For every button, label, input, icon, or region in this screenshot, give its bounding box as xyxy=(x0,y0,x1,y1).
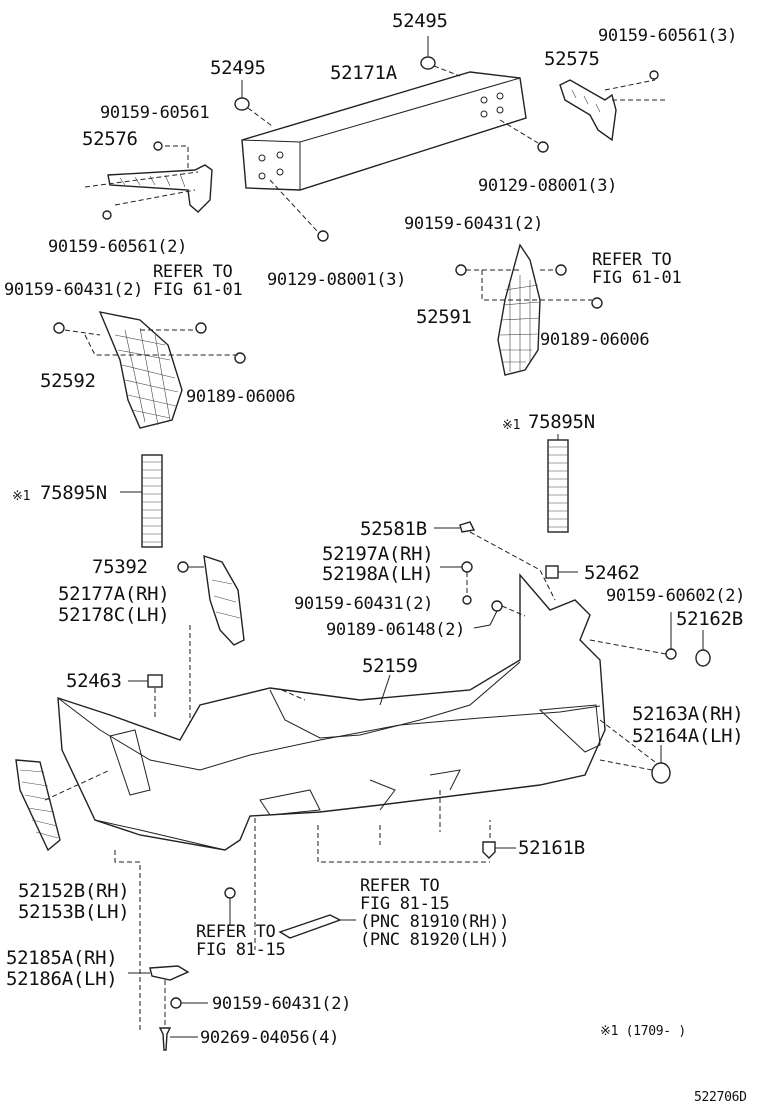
label-52164a: 52164A(LH) xyxy=(632,725,744,747)
bolt-90129-lower xyxy=(269,179,329,242)
label-52178c: 52178C(LH) xyxy=(58,604,170,626)
label-pnc-81920: (PNC 81920(LH)) xyxy=(360,930,510,950)
leader-52159 xyxy=(379,674,391,706)
label-52463: 52463 xyxy=(66,670,122,692)
label-90159-60561-3: 90159-60561(3) xyxy=(598,26,738,46)
screw-90159-60431-lower xyxy=(170,997,208,1009)
label-52152b: 52152B(RH) xyxy=(18,880,130,902)
label-52581b: 52581B xyxy=(360,518,427,540)
clip-90189-06148 xyxy=(473,600,526,629)
label-52161b: 52161B xyxy=(518,837,585,859)
label-75392: 75392 xyxy=(92,556,148,578)
clip-52197a xyxy=(440,561,473,573)
label-52162b: 52162B xyxy=(676,608,743,630)
label-90159-60431-lower: 90159-60431(2) xyxy=(212,994,352,1014)
reflector-75895n-left xyxy=(120,454,163,548)
bolt-52495-left xyxy=(234,80,273,127)
screw-90159-60602 xyxy=(589,612,677,660)
label-90269-04056: 90269-04056(4) xyxy=(200,1028,340,1048)
label-52462: 52462 xyxy=(584,562,640,584)
side-retainer-52177a xyxy=(177,554,245,740)
label-52153b: 52153B(LH) xyxy=(18,901,130,923)
bracket-52575 xyxy=(559,70,665,142)
bumper-reinforcement-part xyxy=(241,71,527,191)
label-90189-06148: 90189-06148(2) xyxy=(326,620,466,640)
label-52197a: 52197A(RH) xyxy=(322,543,434,565)
cap-52162b xyxy=(695,630,711,667)
bracket-52576 xyxy=(84,141,213,220)
label-refer-fig-81-15-right-2: FIG 81-15 xyxy=(360,894,450,914)
label-refer-fig-81-15-right-1: REFER TO xyxy=(360,876,440,896)
label-90189-06006-right: 90189-06006 xyxy=(540,330,650,350)
label-52198a: 52198A(LH) xyxy=(322,563,434,585)
label-52495-left: 52495 xyxy=(210,57,266,79)
label-90129-08001-right: 90129-08001(3) xyxy=(478,176,618,196)
label-90159-60431-upper-right: 90159-60431(2) xyxy=(404,214,544,234)
bolt-90129-right xyxy=(499,119,549,153)
clip-52463 xyxy=(128,674,163,720)
label-refer-fig-61-01-left-1: REFER TO xyxy=(153,262,233,282)
label-90189-06006-left: 90189-06006 xyxy=(186,387,296,407)
label-52186a: 52186A(LH) xyxy=(6,968,118,990)
label-90159-60561: 90159-60561 xyxy=(100,103,210,123)
clip-52581b xyxy=(434,521,556,601)
label-90129-08001-lower: 90129-08001(3) xyxy=(267,270,407,290)
bumper-cover-52159 xyxy=(57,573,606,851)
label-52177a: 52177A(RH) xyxy=(58,583,170,605)
note-mark-left: ※1 xyxy=(12,489,31,504)
label-90159-60431-middle: 90159-60431(2) xyxy=(294,594,434,614)
label-52592: 52592 xyxy=(40,370,96,392)
clip-fig-81-15 xyxy=(224,818,256,950)
label-52171a: 52171A xyxy=(330,62,397,84)
label-52591: 52591 xyxy=(416,306,472,328)
screw-90159-60431-middle xyxy=(462,572,472,605)
label-52576: 52576 xyxy=(82,128,138,150)
reflector-52152b xyxy=(15,759,111,852)
label-52185a: 52185A(RH) xyxy=(6,947,118,969)
cap-52163a xyxy=(599,719,671,784)
guide-dash xyxy=(281,689,306,701)
screw-90269-04056 xyxy=(158,1027,198,1051)
retainer-52592 xyxy=(53,311,246,429)
clip-52161b xyxy=(317,790,516,863)
label-refer-fig-81-15-left-1: REFER TO xyxy=(196,922,276,942)
label-52575: 52575 xyxy=(544,48,600,70)
label-90159-60561-2: 90159-60561(2) xyxy=(48,237,188,257)
garnish-pnc-81910 xyxy=(278,914,356,939)
label-52159: 52159 xyxy=(362,655,418,677)
label-75895n-right: 75895N xyxy=(528,411,595,433)
label-refer-fig-61-01-right-2: FIG 61-01 xyxy=(592,268,682,288)
diagram-id: 522706D xyxy=(694,1090,747,1105)
retainer-52591 xyxy=(455,243,603,376)
footnote-applicability: ※1 (1709- ) xyxy=(600,1024,686,1039)
label-refer-fig-61-01-left-2: FIG 61-01 xyxy=(153,280,243,300)
clip-52462 xyxy=(545,565,578,579)
label-90159-60431-left: 90159-60431(2) xyxy=(4,280,144,300)
bracket-52185a xyxy=(114,850,190,1040)
label-pnc-81910: (PNC 81910(RH)) xyxy=(360,912,510,932)
reflector-75895n-right xyxy=(547,434,569,533)
label-refer-fig-81-15-left-2: FIG 81-15 xyxy=(196,940,286,960)
bolt-52495-right xyxy=(420,36,461,77)
label-52163a: 52163A(RH) xyxy=(632,703,744,725)
label-refer-fig-61-01-right-1: REFER TO xyxy=(592,250,672,270)
label-90159-60602: 90159-60602(2) xyxy=(606,586,746,606)
label-75895n-left: 75895N xyxy=(40,482,107,504)
label-52495-right: 52495 xyxy=(392,10,448,32)
note-mark-right: ※1 xyxy=(502,418,521,433)
